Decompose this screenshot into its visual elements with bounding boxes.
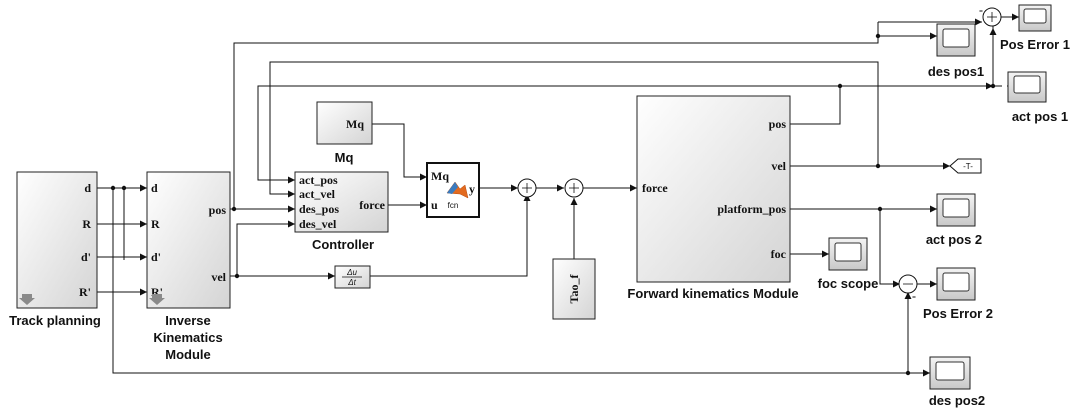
ik-port-pos: pos (209, 203, 227, 217)
signal-wires (97, 13, 1019, 377)
matlab-logo-shade (447, 182, 458, 194)
mq-content: Mq (346, 117, 364, 131)
label-foc-scope: foc scope (818, 276, 879, 291)
derivative-block[interactable]: Δu Δt (334, 265, 371, 289)
ik-port-vel: vel (211, 270, 226, 284)
forward-kinematics-block[interactable]: force pos vel platform_pos foc (636, 95, 791, 283)
goto-tag-block[interactable]: -T- (949, 158, 982, 174)
port-R-prime: R' (79, 285, 91, 299)
derivative-numerator: Δu (346, 268, 357, 277)
scope-foc[interactable] (828, 237, 868, 271)
fk-port-vel: vel (771, 159, 786, 173)
controller-label: Controller (312, 237, 374, 252)
scope-pos-error-2[interactable] (936, 267, 976, 301)
scope-des-pos2[interactable] (929, 356, 971, 390)
tao-f-block[interactable]: Tao_f (552, 258, 596, 320)
ctrl-port-force: force (359, 198, 385, 212)
fcn-port-mq: Mq (431, 169, 449, 183)
ik-port-R: R (151, 217, 160, 231)
mq-block[interactable]: Mq (316, 101, 373, 145)
label-des-pos2: des pos2 (929, 393, 985, 408)
label-act-pos-2: act pos 2 (926, 232, 982, 247)
derivative-denominator: Δt (347, 278, 356, 287)
mask-arrow-icon (19, 294, 35, 305)
fk-port-foc: foc (771, 247, 787, 261)
sum-block-2[interactable] (564, 178, 584, 198)
ctrl-port-act-pos: act_pos (299, 173, 338, 187)
tao-f-content: Tao_f (567, 274, 581, 304)
fk-port-pos: pos (769, 117, 787, 131)
label-des-pos1: des pos1 (928, 64, 984, 79)
label-pos-error-2: Pos Error 2 (923, 306, 993, 321)
ik-label-line-2: Kinematics (153, 330, 222, 345)
sum-error-2-minus: - (912, 289, 916, 303)
ik-port-d-prime: d' (151, 250, 161, 264)
ctrl-port-des-vel: des_vel (299, 217, 337, 231)
sum-error-1-minus: - (979, 3, 983, 17)
track-planning-label: Track planning (9, 313, 101, 328)
port-d-prime: d' (81, 250, 91, 264)
fk-port-force: force (642, 181, 668, 195)
scope-act-pos-2[interactable] (936, 193, 976, 227)
scope-des-pos1[interactable] (936, 23, 976, 57)
mask-arrow-icon (149, 294, 165, 305)
matlab-fcn-block[interactable]: Mq u y fcn (426, 162, 480, 218)
fcn-port-y: y (469, 182, 475, 196)
controller-block[interactable]: act_pos act_vel des_pos des_vel force (294, 171, 389, 233)
track-planning-block[interactable]: d R d' R' (16, 171, 98, 309)
ik-label-line-1: Inverse (165, 313, 211, 328)
fcn-port-u: u (431, 198, 438, 212)
label-act-pos-1: act pos 1 (1012, 109, 1068, 124)
fcn-caption: fcn (448, 201, 459, 210)
port-R: R (82, 217, 91, 231)
ctrl-port-act-vel: act_vel (299, 187, 336, 201)
scope-pos-error-1[interactable] (1018, 4, 1052, 32)
fk-label: Forward kinematics Module (627, 286, 798, 301)
ik-port-d: d (151, 181, 158, 195)
branch-points (110, 33, 996, 376)
label-pos-error-1: Pos Error 1 (1000, 37, 1070, 52)
fk-port-platform-pos: platform_pos (717, 202, 786, 216)
scope-act-pos-1[interactable] (1007, 71, 1047, 103)
sum-block-1[interactable] (517, 178, 537, 198)
ctrl-port-des-pos: des_pos (299, 202, 339, 216)
sum-error-1[interactable] (982, 7, 1002, 27)
ik-label-line-3: Module (165, 347, 211, 362)
goto-tag-content: -T- (963, 162, 973, 171)
inverse-kinematics-block[interactable]: d R d' R' pos vel (146, 171, 231, 309)
port-d: d (84, 181, 91, 195)
sum-error-2[interactable] (898, 274, 918, 294)
mq-label: Mq (335, 150, 354, 165)
